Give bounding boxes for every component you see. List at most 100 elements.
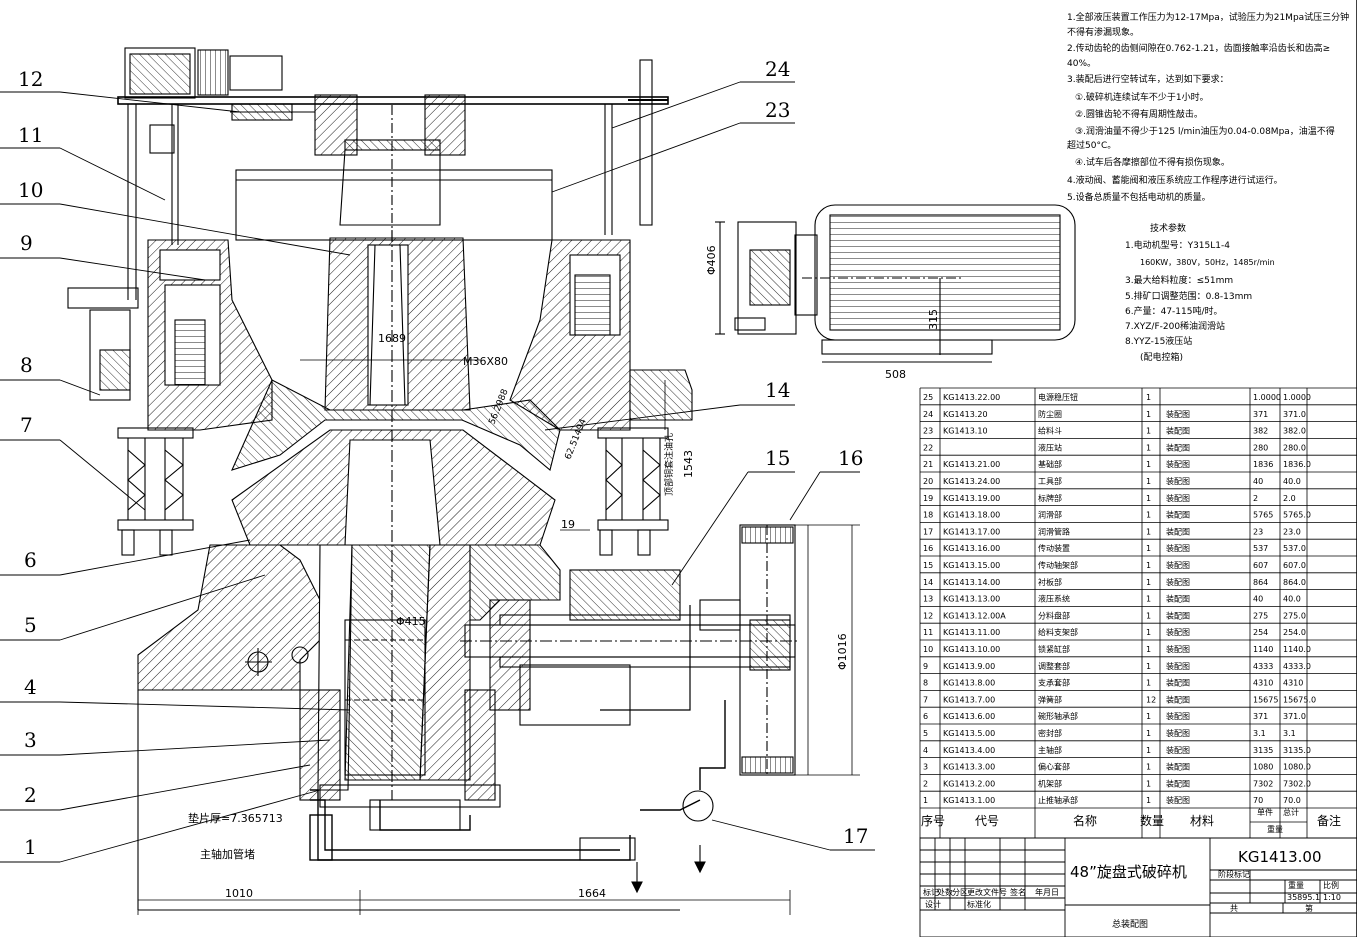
bom-cell-name: 标牌部 [1038,493,1062,503]
bom-cell-code: KG1413.21.00 [943,460,1000,469]
bom-cell-no: 12 [923,611,933,620]
bom-cell-qty: 1 [1146,712,1151,721]
bom-cell-code: KG1413.10.00 [943,645,1000,654]
bom-cell-name: 液压系统 [1038,594,1070,604]
note-line: 超过50°C。 [1067,139,1116,151]
bom-cell-qty: 1 [1146,443,1151,452]
bom-cell-total: 254.0 [1283,628,1306,637]
bom-cell-mat: 装配图 [1166,476,1190,486]
tech-line: 7.XYZ/F-200稀油润滑站 [1125,320,1225,332]
bom-cell-code: KG1413.8.00 [943,679,995,688]
bom-cell-no: 11 [923,628,933,637]
bom-cell-total: 1080.0 [1283,763,1311,772]
bom-cell-code: KG1413.1.00 [943,796,995,805]
bom-cell-total: 15675.0 [1283,695,1316,704]
bom-cell-qty: 1 [1146,662,1151,671]
left-springs [117,427,194,556]
callout-2: 2 [24,783,37,807]
callout-7: 7 [20,413,33,437]
rev-mark: 标记 [923,887,939,897]
title-block [919,837,1357,937]
drawing-scale: 1:10 [1323,893,1341,902]
bom-cell-mat: 装配图 [1166,493,1190,503]
note-line: 40%。 [1067,59,1096,69]
bom-cell-mat: 装配图 [1166,745,1190,755]
callout-15: 15 [765,446,790,470]
bom-cell-mat: 装配图 [1166,560,1190,570]
stage-label: 阶段标记 [1218,869,1250,879]
dimension-lines [137,359,860,915]
bom-cell-total: 3135.0 [1283,746,1311,755]
bom-cell-name: 工具部 [1038,476,1062,486]
callout-10: 10 [18,178,43,202]
bom-cell-name: 衬板部 [1038,577,1062,587]
bom-cell-qty: 1 [1146,410,1151,419]
rev-doc: 更改文件号 [967,887,1007,897]
bom-cell-mat: 装配图 [1166,442,1190,452]
bom-cell-code: KG1413.13.00 [943,595,1000,604]
bom-cell-unit: 254 [1253,628,1268,637]
callout-11: 11 [18,123,43,147]
bom-cell-mat: 装配图 [1166,711,1190,721]
bom-head-weight: 重量 [1267,824,1283,834]
bom-cell-name: 止推轴承部 [1038,795,1078,805]
bom-cell-mat: 装配图 [1166,678,1190,688]
bom-cell-qty: 1 [1146,729,1151,738]
bom-cell-unit: 2 [1253,494,1258,503]
plug-note: 主轴加管堵 [200,847,255,861]
bom-cell-total: 70.0 [1283,796,1301,805]
bom-cell-no: 25 [923,393,933,402]
rev-zone: 分区 [952,888,968,897]
bom-cell-code: KG1413.20 [943,410,988,419]
bom-cell-total: 537.0 [1283,544,1306,553]
bom-cell-qty: 1 [1146,628,1151,637]
bom-cell-total: 40.0 [1283,477,1301,486]
bom-cell-mat: 装配图 [1166,459,1190,469]
bom-cell-unit: 15675 [1253,695,1278,704]
drawing-weight: 35895.1 [1287,893,1320,902]
bom-cell-mat: 装配图 [1166,526,1190,536]
bom-cell-code: KG1413.14.00 [943,578,1000,587]
bom-cell-qty: 1 [1146,494,1151,503]
bom-cell-total: 4333.0 [1283,662,1311,671]
bom-cell-code: KG1413.16.00 [943,544,1000,553]
bom-cell-total: 1.0000 [1283,393,1311,402]
title-block-text: 48”旋盘式破碎机 KG1413.00 总装配图 1:10 35895.1 标记… [923,848,1341,930]
bom-cell-unit: 1080 [1253,763,1273,772]
bom-head-name: 名称 [1073,813,1097,828]
bom-cell-unit: 40 [1253,477,1263,486]
callout-3: 3 [24,728,37,752]
bom-cell-unit: 382 [1253,427,1268,436]
bom-cell-mat: 装配图 [1166,762,1190,772]
dim-19: 19 [561,518,575,531]
drawing-number: KG1413.00 [1238,848,1322,866]
bom-cell-no: 24 [923,410,933,419]
drawing-subtitle: 总装配图 [1112,918,1148,930]
bom-cell-name: 传动装置 [1038,543,1070,553]
dim-1689: 1689 [378,332,406,345]
bom-cell-total: 275.0 [1283,611,1306,620]
bom-cell-code: KG1413.10 [943,427,988,436]
bom-cell-mat: 装配图 [1166,644,1190,654]
bom-cell-name: 密封部 [1038,728,1062,738]
bom-cell-total: 5765.0 [1283,511,1311,520]
bom-cell-mat: 装配图 [1166,795,1190,805]
thread-label: M36X80 [463,355,508,368]
bom-cell-code: KG1413.22.00 [943,393,1000,402]
bom-head-code: 代号 [975,814,999,828]
bom-cell-no: 16 [923,544,933,553]
note-line: ①.破碎机连续试车不少于1小时。 [1075,91,1209,103]
dim-1543: 1543 [682,450,695,478]
bom-cell-total: 7302.0 [1283,779,1311,788]
bom-cell-name: 锁紧缸部 [1038,644,1070,654]
bom-cell-total: 382.0 [1283,427,1306,436]
bom-cell-no: 1 [923,796,928,805]
bom-cell-total: 607.0 [1283,561,1306,570]
bom-cell-no: 6 [923,712,928,721]
bom-cell-total: 4310 [1283,679,1303,688]
tech-line: 6.产量：47-115吨/时。 [1125,305,1223,317]
bom-cell-unit: 280 [1253,443,1268,452]
bom-cell-name: 给料支架部 [1038,627,1078,637]
